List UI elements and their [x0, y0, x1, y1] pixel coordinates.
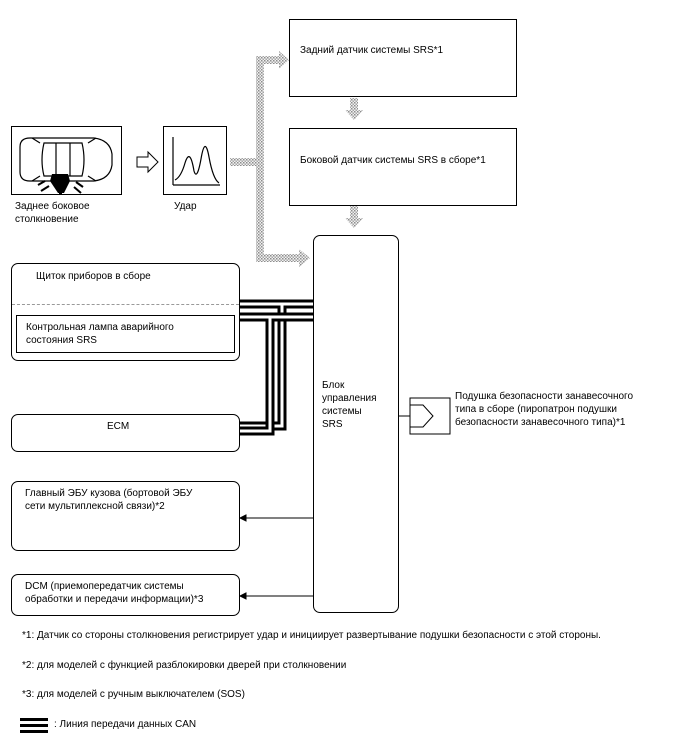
collision-label-line2: столкновение	[15, 214, 79, 225]
footnote-3: *3: для моделей с ручным выключателем (S…	[22, 689, 245, 700]
dcm-line1: DCM (приемопередатчик системы	[25, 581, 184, 592]
combination-meter-label: Щиток приборов в сборе	[36, 271, 151, 282]
squib-icon	[409, 397, 451, 435]
ecm-box: ECM	[11, 414, 240, 452]
srs-ecu-line1: Блок	[322, 380, 345, 391]
collision-image	[11, 126, 122, 195]
rear-srs-sensor-label: Задний датчик системы SRS*1	[300, 45, 444, 56]
srs-ecu-line3: системы	[322, 406, 362, 417]
footnote-1: *1: Датчик со стороны столкновения регис…	[22, 630, 601, 641]
main-body-ecu-line2: сети мультиплексной связи)*2	[25, 501, 165, 512]
can-legend-label: : Линия передачи данных CAN	[54, 719, 197, 730]
collision-label: Заднее боковое столкновение	[15, 200, 90, 226]
srs-warning-lamp-line1: Контрольная лампа аварийного	[26, 322, 174, 333]
srs-ecu-label: Блок управления системы SRS	[322, 379, 377, 431]
can-bus-lines	[240, 299, 313, 436]
dcm-box: DCM (приемопередатчик системы обработки …	[11, 574, 240, 616]
rear-srs-sensor-box: Задний датчик системы SRS*1	[289, 19, 517, 97]
impact-label: Удар	[174, 201, 197, 212]
main-body-ecu-box: Главный ЭБУ кузова (бортовой ЭБУ сети му…	[11, 481, 240, 551]
ecu-output-arrows	[238, 415, 410, 600]
main-body-ecu-line1: Главный ЭБУ кузова (бортовой ЭБУ	[25, 488, 193, 499]
srs-warning-lamp-label: Контрольная лампа аварийного состояния S…	[26, 321, 174, 347]
curtain-airbag-line1: Подушка безопасности занавесочного	[455, 391, 634, 402]
side-srs-sensor-label: Боковой датчик системы SRS в сборе*1	[300, 155, 486, 166]
car-collision-icon	[19, 137, 113, 194]
collision-arrow	[136, 150, 159, 174]
curtain-airbag-line2: типа в сборе (пиропатрон подушки	[455, 404, 617, 415]
meter-divider	[12, 304, 239, 305]
srs-ecu-line4: SRS	[322, 419, 343, 430]
impact-graph	[163, 126, 227, 195]
impact-signal-path	[230, 51, 363, 267]
main-body-ecu-label: Главный ЭБУ кузова (бортовой ЭБУ сети му…	[25, 487, 192, 513]
combination-meter-box: Щиток приборов в сборе Контрольная лампа…	[11, 263, 240, 361]
can-legend-icon	[20, 718, 48, 733]
footnote-2: *2: для моделей с функцией разблокировки…	[22, 660, 347, 671]
srs-ecu-line2: управления	[322, 393, 377, 404]
dcm-label: DCM (приемопередатчик системы обработки …	[25, 580, 203, 606]
srs-warning-lamp-line2: состояния SRS	[26, 335, 97, 346]
srs-warning-lamp-box: Контрольная лампа аварийного состояния S…	[16, 315, 235, 353]
curtain-airbag-line3: безопасности занавесочного типа)*1	[455, 417, 626, 428]
impact-waveform-icon	[172, 137, 220, 186]
dcm-line2: обработки и передачи информации)*3	[25, 594, 204, 605]
srs-ecu-box: Блок управления системы SRS	[313, 235, 399, 613]
collision-label-line1: Заднее боковое	[15, 201, 90, 212]
curtain-airbag-label: Подушка безопасности занавесочного типа …	[455, 390, 633, 429]
side-srs-sensor-box: Боковой датчик системы SRS в сборе*1	[289, 128, 517, 206]
ecm-label: ECM	[107, 421, 130, 432]
